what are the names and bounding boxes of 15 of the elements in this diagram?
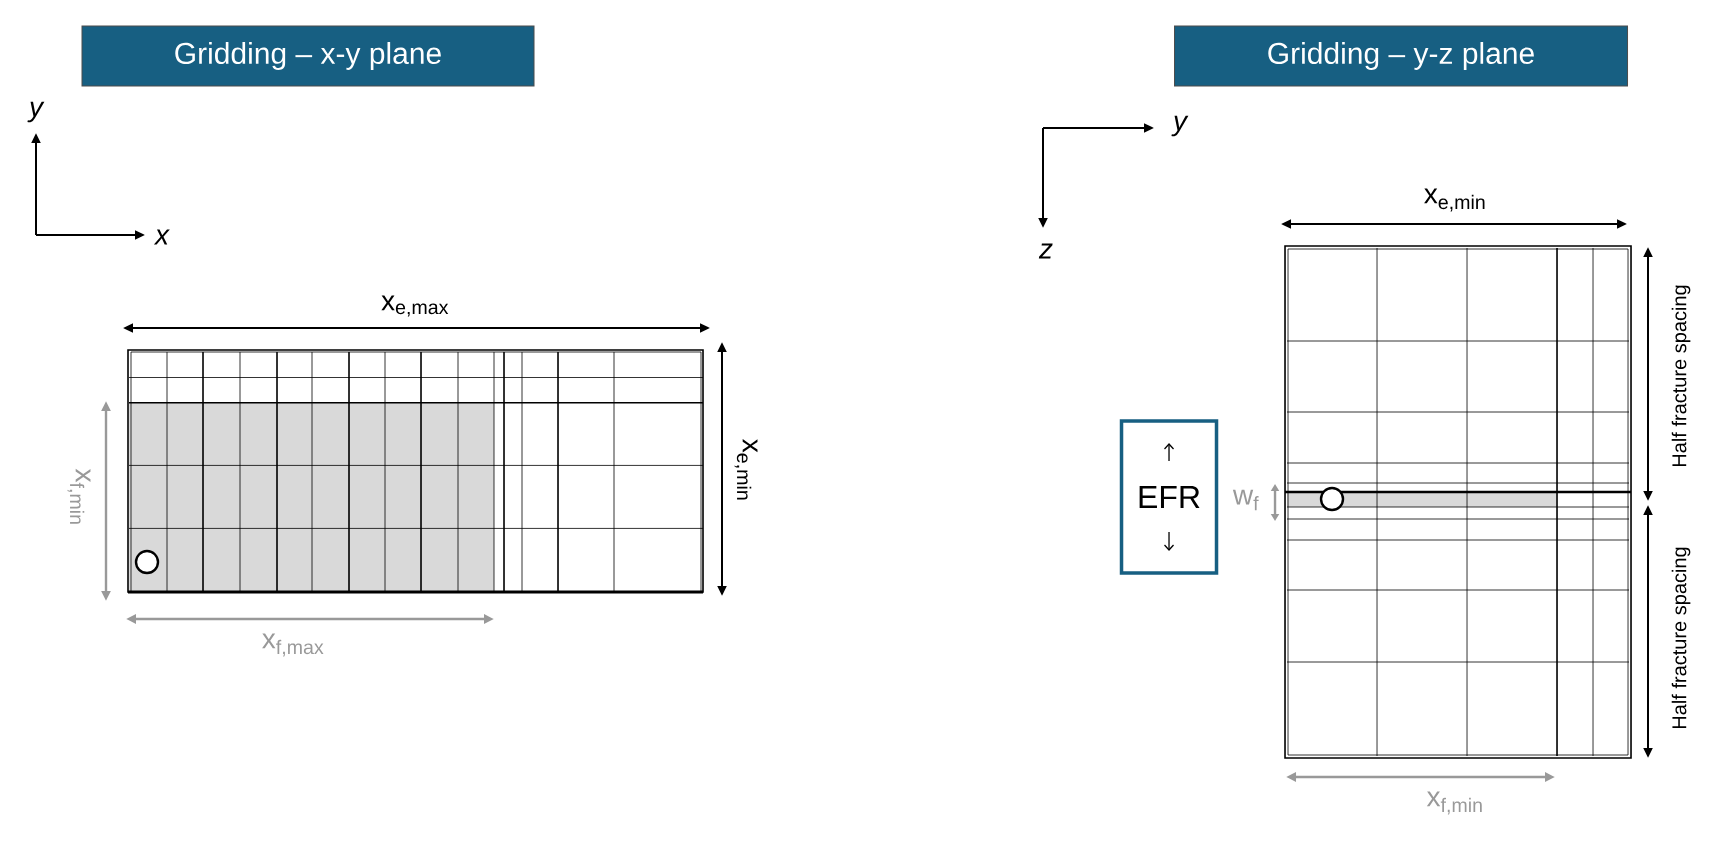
dimension-label: x$_{e,min}$ xyxy=(734,439,758,500)
axis-label: z xyxy=(1038,243,1053,259)
title-banner: Gridding – x-y plane xyxy=(81,25,535,87)
dimension-label: Half fracture spacing xyxy=(1671,285,1691,467)
axis-label: x xyxy=(153,229,170,245)
efr-box: EFR xyxy=(1119,419,1219,575)
dimension-label: x$_{e,min}$ xyxy=(1424,188,1485,212)
dimension-label: x$_{f,min}$ xyxy=(1426,791,1482,815)
axis-label: y xyxy=(27,101,45,123)
axis-label: y xyxy=(1171,115,1189,137)
dimension-label: Half fracture spacing xyxy=(1671,547,1691,729)
dimension-label: x$_{e,max}$ xyxy=(381,295,449,317)
dimension-label: x$_{f,min}$ xyxy=(67,468,91,524)
title-banner: Gridding – y-z plane xyxy=(1174,25,1628,87)
dimension-label: x$_{f,max}$ xyxy=(262,633,324,657)
